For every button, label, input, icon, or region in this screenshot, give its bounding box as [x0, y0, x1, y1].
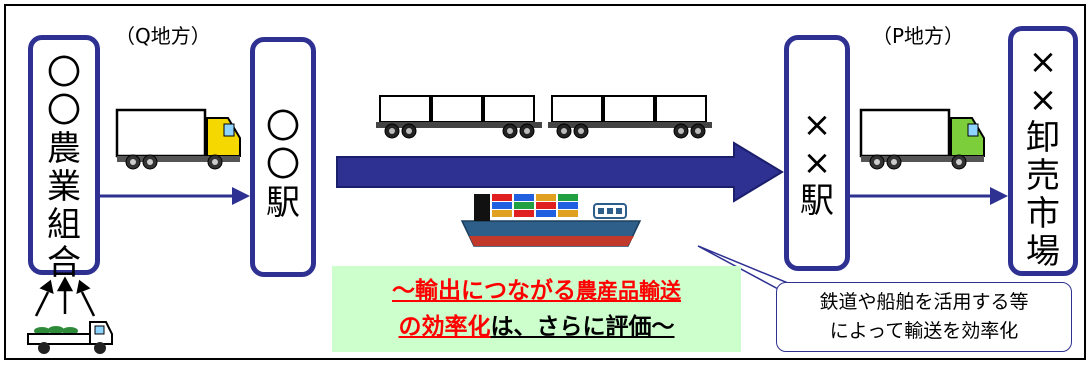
node-char: 農 — [47, 129, 81, 169]
node-char: × — [1028, 80, 1058, 120]
note-callout: 鉄道や船舶を活用する等 によって輸送を効率化 — [776, 282, 1072, 352]
node-char: 駅 — [266, 183, 300, 223]
node-char: 〇 — [47, 91, 81, 131]
truck-icon — [115, 108, 241, 170]
node-label: 〇 〇 駅 — [255, 108, 311, 222]
note-line-2: によって輸送を効率化 — [829, 320, 1019, 342]
node-wholesale-market: × × 卸 売 市 場 — [1008, 26, 1078, 276]
node-char: 場 — [1026, 232, 1060, 272]
region-label-left: （Q地方） — [115, 24, 211, 48]
node-char: 駅 — [800, 181, 834, 221]
highlight-black-text: は、さらに評価～ — [490, 314, 675, 340]
container-ship-icon — [460, 194, 642, 247]
freight-train-icon — [376, 95, 712, 139]
highlight-red-text: の効率化 — [398, 314, 491, 340]
highlight-red-text: 農産品輸送 — [576, 279, 681, 303]
node-char: × — [802, 143, 832, 183]
node-destination-station: × × 駅 — [784, 35, 850, 271]
highlight-red-text: 輸出につながる — [415, 278, 576, 304]
node-char: 市 — [1026, 194, 1060, 234]
node-origin-station: 〇 〇 駅 — [250, 37, 316, 277]
node-char: × — [802, 105, 832, 145]
node-char: 〇 — [266, 107, 300, 147]
node-char: 合 — [47, 243, 81, 283]
highlight-prefix: ～ — [392, 278, 415, 304]
big-transport-arrow — [336, 141, 784, 203]
node-char: × — [1028, 42, 1058, 82]
highlight-line-1: ～輸出につながる農産品輸送 — [332, 273, 741, 309]
node-label: 〇 〇 農 業 組 合 — [33, 54, 95, 282]
highlight-line-2: の効率化は、さらに評価～ — [332, 309, 741, 345]
node-char: 〇 — [266, 145, 300, 185]
note-line-1: 鉄道や船舶を活用する等 — [819, 291, 1029, 313]
arrow-icon — [100, 187, 1008, 205]
arrow-icon — [34, 276, 96, 317]
node-char: 卸 — [1026, 118, 1060, 158]
farm-truck-icon — [27, 321, 113, 354]
node-char: 組 — [47, 205, 81, 245]
region-label-right: （P地方） — [872, 24, 965, 48]
diagram-frame — [4, 4, 1086, 360]
node-char: 〇 — [47, 53, 81, 93]
node-label: × × 駅 — [789, 106, 845, 220]
node-char: 売 — [1026, 156, 1060, 196]
truck-icon — [859, 108, 985, 170]
node-char: 業 — [47, 167, 81, 207]
node-label: × × 卸 売 市 場 — [1013, 43, 1073, 271]
highlight-box: ～輸出につながる農産品輸送 の効率化は、さらに評価～ — [332, 266, 741, 352]
node-agricultural-cooperative: 〇 〇 農 業 組 合 — [28, 35, 100, 282]
